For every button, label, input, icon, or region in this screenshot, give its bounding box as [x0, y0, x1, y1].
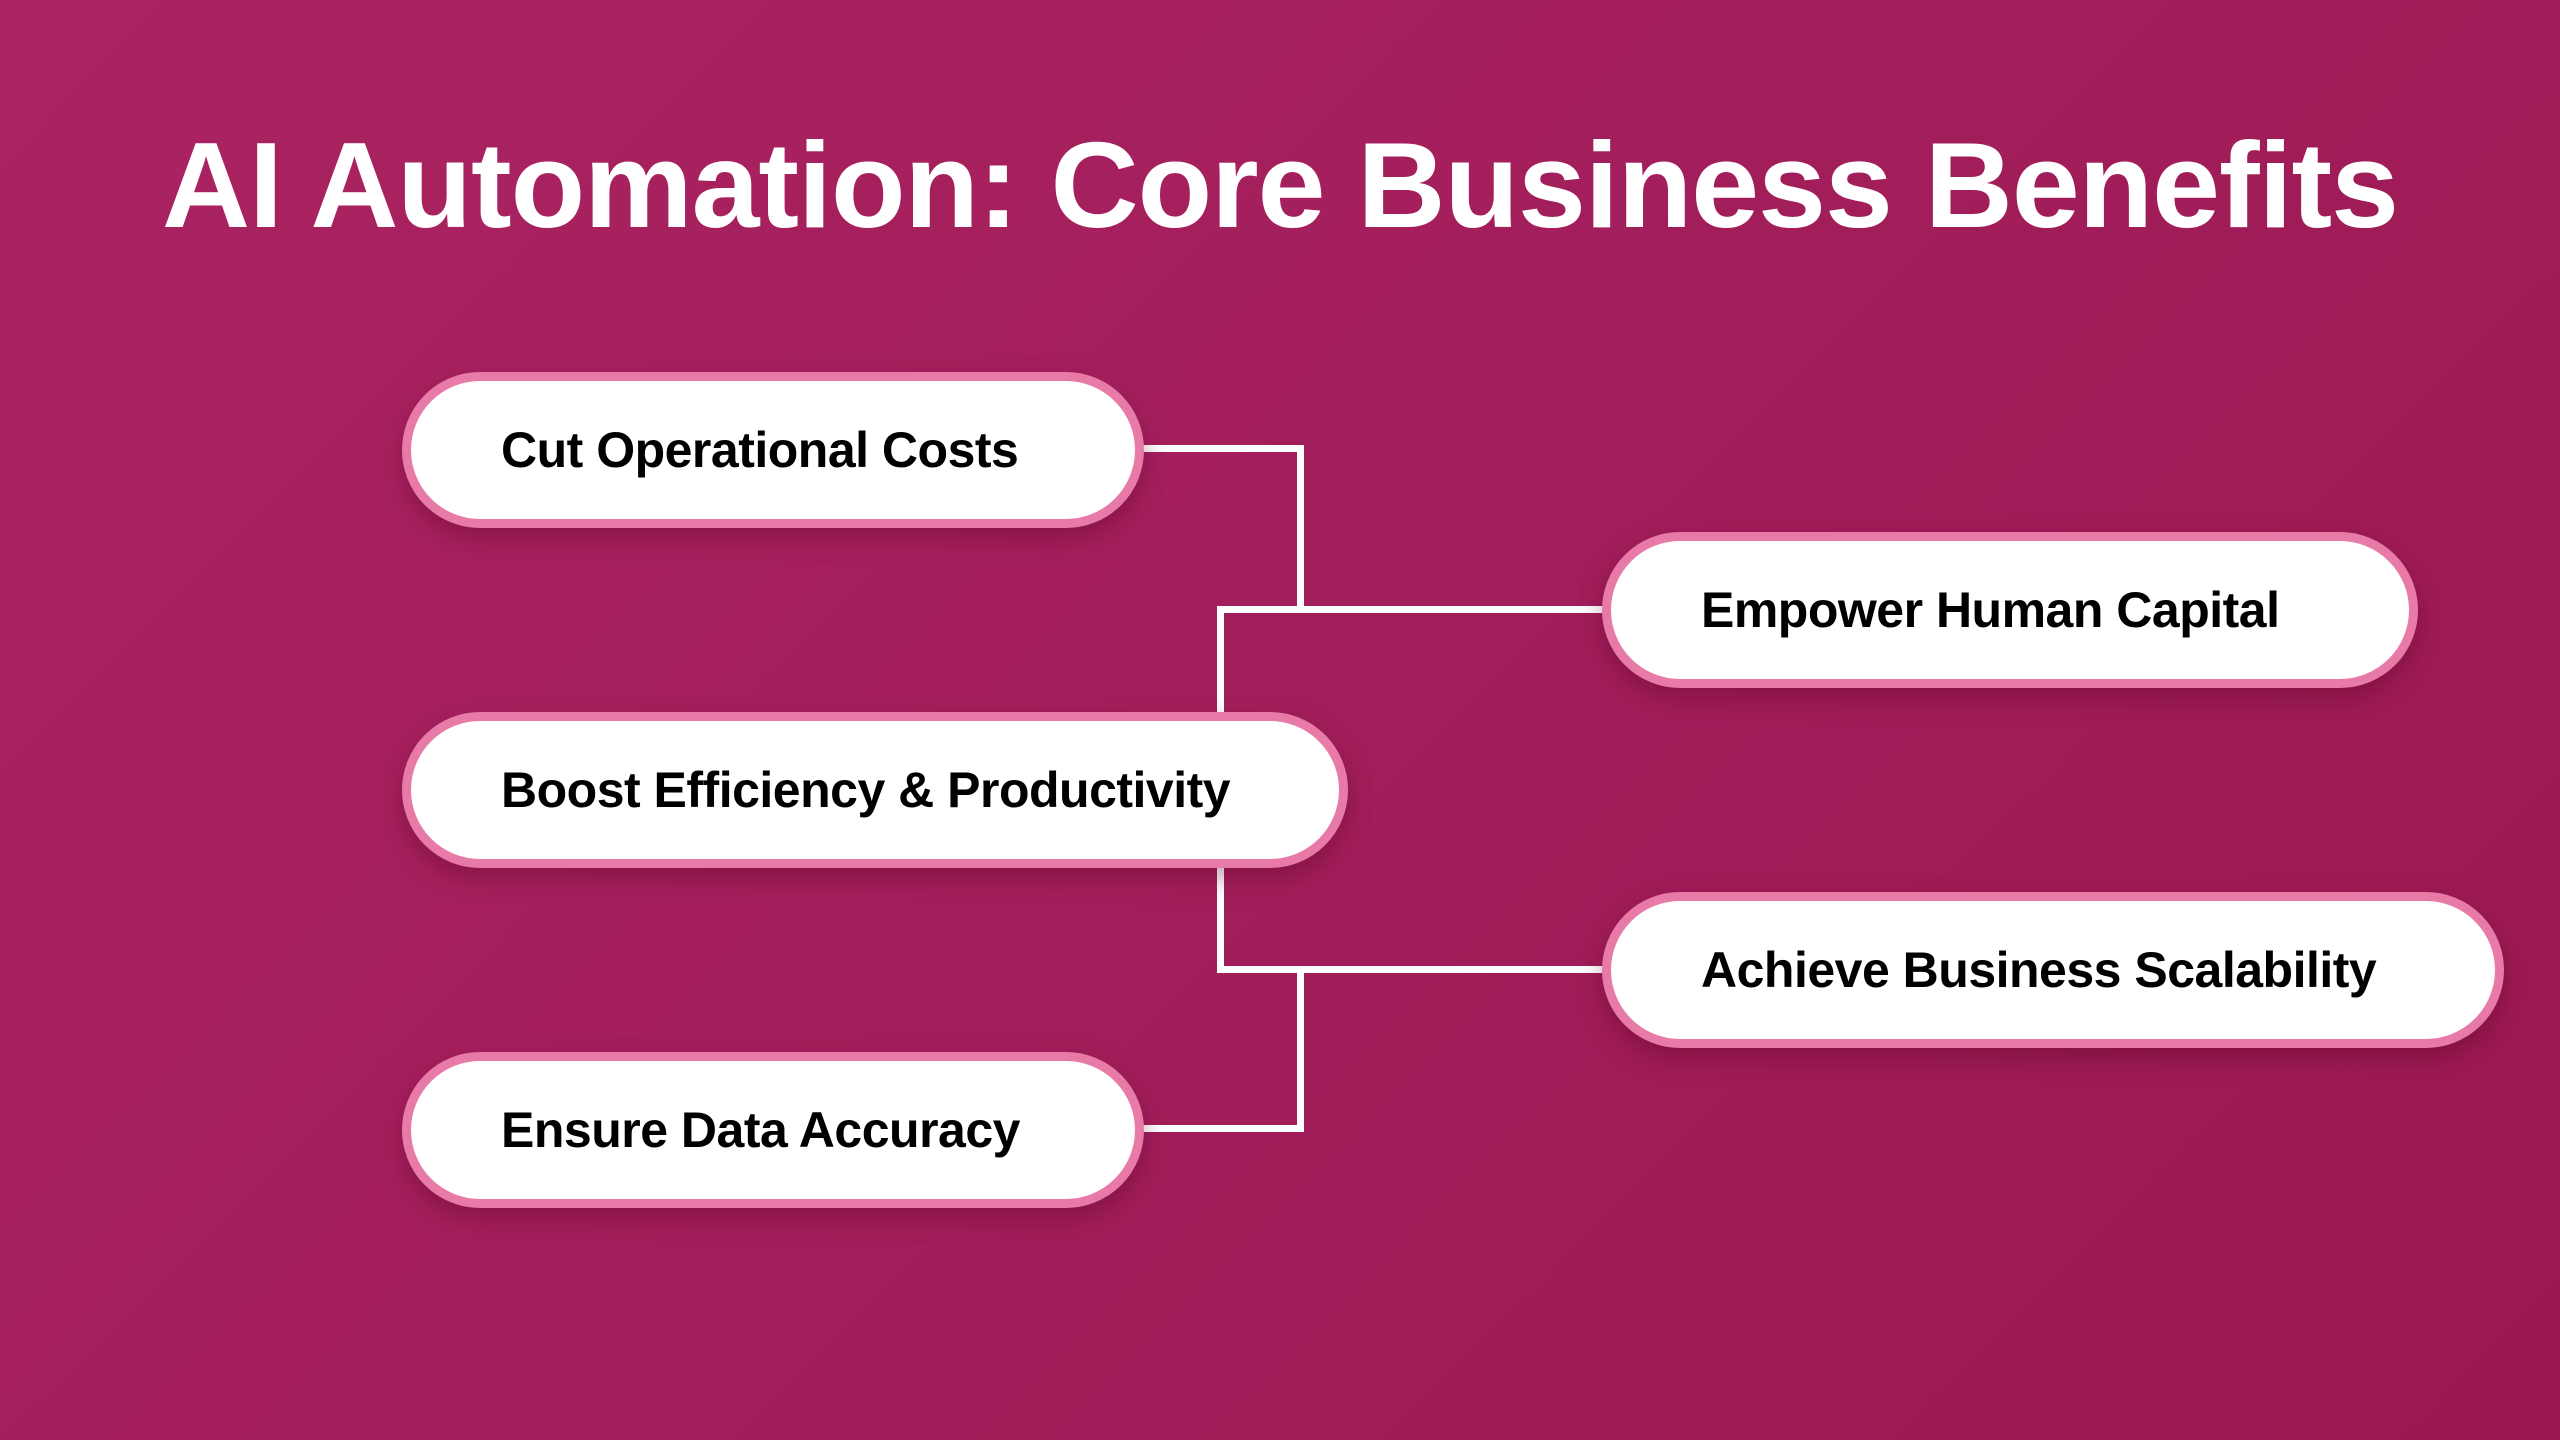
- benefit-ensure-data-accuracy: Ensure Data Accuracy: [402, 1052, 1144, 1208]
- benefit-empower-human-capital: Empower Human Capital: [1602, 532, 2418, 688]
- connector: [1297, 445, 1304, 613]
- benefit-label: Empower Human Capital: [1701, 582, 2280, 638]
- benefit-label: Ensure Data Accuracy: [501, 1102, 1020, 1158]
- benefit-achieve-scalability: Achieve Business Scalability: [1602, 892, 2504, 1048]
- benefit-cut-operational-costs: Cut Operational Costs: [402, 372, 1144, 528]
- connector: [1140, 1125, 1304, 1132]
- benefit-label: Achieve Business Scalability: [1701, 942, 2377, 998]
- connector: [1217, 606, 1224, 716]
- connector: [1140, 445, 1304, 452]
- benefit-boost-efficiency: Boost Efficiency & Productivity: [402, 712, 1348, 868]
- page-title: AI Automation: Core Business Benefits: [161, 117, 2399, 253]
- benefit-label: Boost Efficiency & Productivity: [501, 762, 1231, 818]
- connector: [1217, 606, 1607, 613]
- connector: [1217, 862, 1224, 972]
- connector: [1297, 966, 1304, 1132]
- connector: [1217, 966, 1607, 973]
- benefit-label: Cut Operational Costs: [501, 422, 1019, 478]
